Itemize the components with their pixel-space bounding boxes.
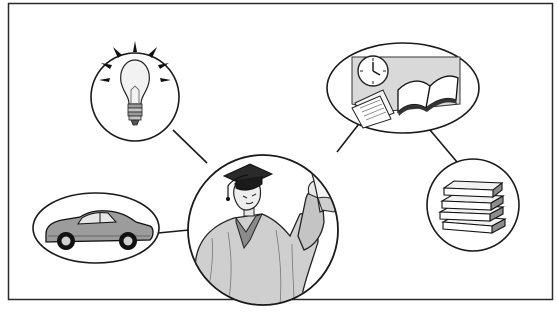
- car-node: [33, 193, 159, 263]
- graduate-node: [188, 155, 338, 305]
- stacked-books-icon: [440, 181, 505, 233]
- study-node: [327, 43, 479, 133]
- books-node: [427, 159, 519, 251]
